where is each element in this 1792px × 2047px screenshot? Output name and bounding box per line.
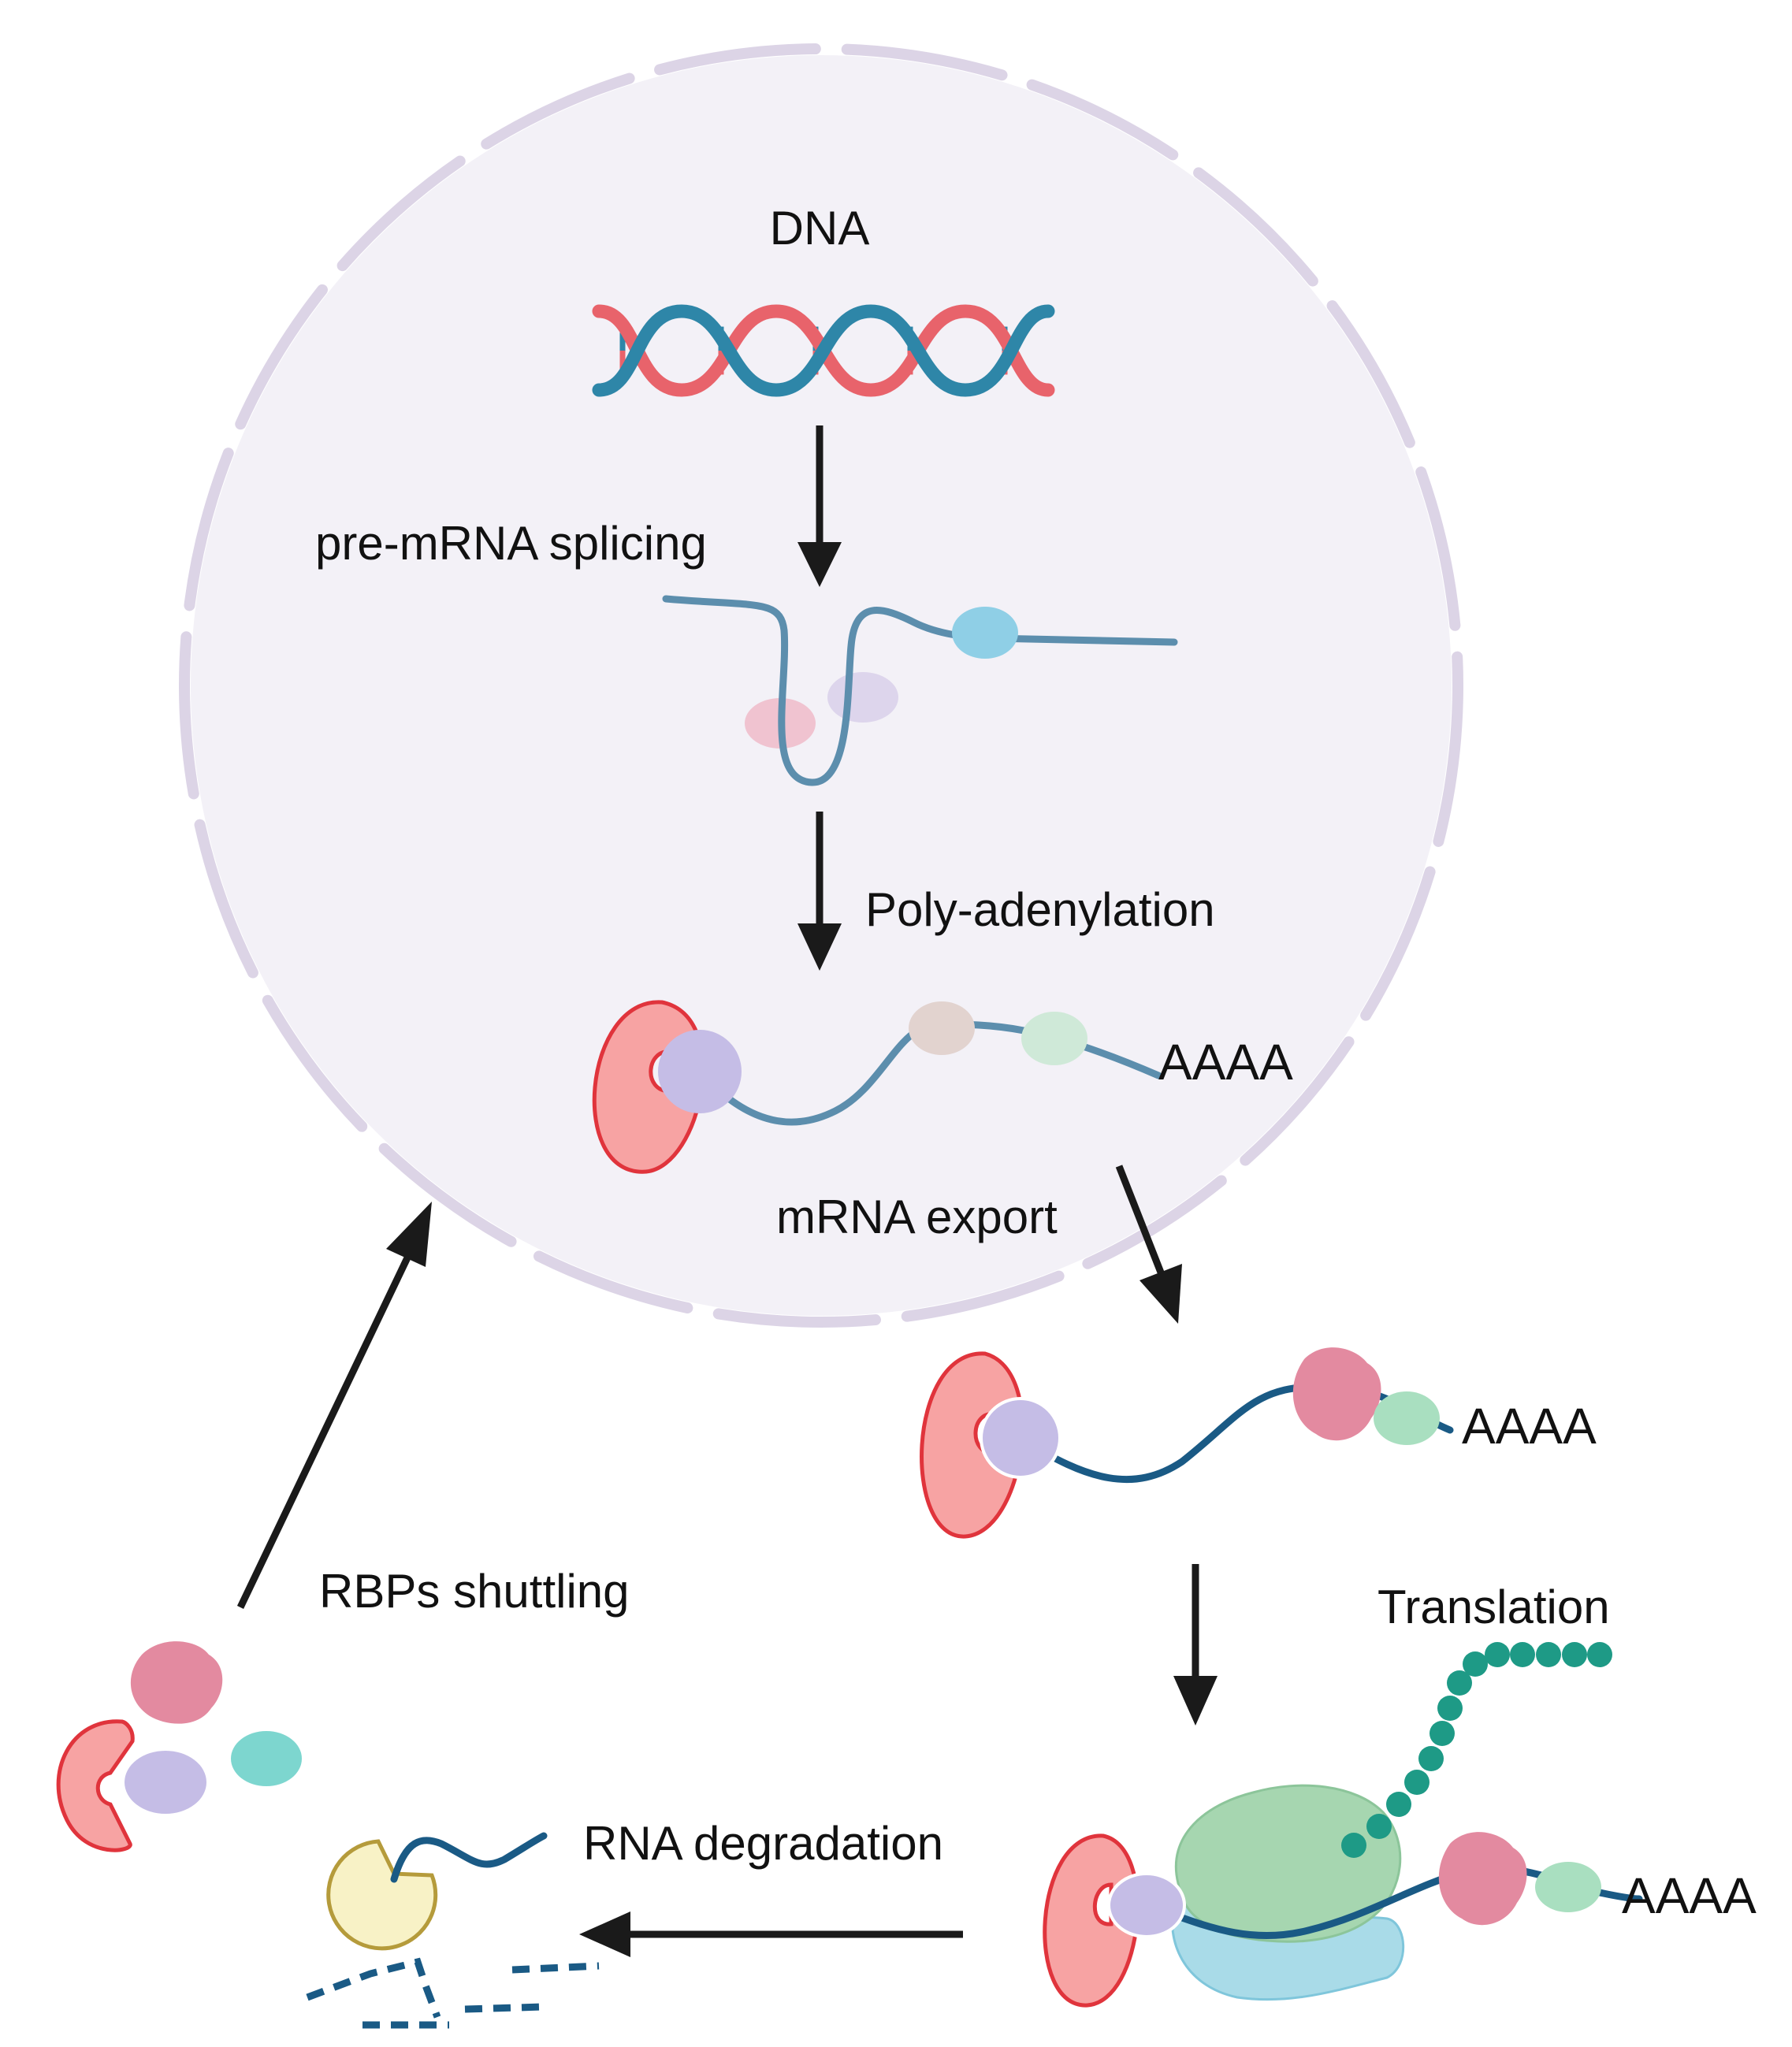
rbps-shuttling-label: RBPs shuttling [319,1565,630,1618]
polyadenylation-label: Poly-adenylation [865,883,1215,936]
rbp-cyan [231,1731,302,1786]
nucleus [179,43,1463,1328]
cap-binding-protein [125,1751,206,1814]
cap-binding-protein [980,1397,1061,1479]
amino-acid-bead [1510,1642,1535,1667]
rbp-pink [1292,1347,1381,1441]
amino-acid-bead [1386,1792,1411,1817]
polya-tail-nucleus: AAAA [1158,1034,1293,1090]
pre-mrna [662,595,1178,786]
amino-acid-bead [1430,1721,1455,1746]
amino-acid-bead [1463,1651,1488,1677]
rna-fragments [306,1957,600,2029]
dna-strand-blue [592,304,1055,397]
rbp-mint [1374,1391,1440,1445]
nascent-peptide [1341,1642,1612,1858]
exonuclease [326,1839,438,1951]
rbp-pink [1438,1832,1527,1926]
arrow-splicing-to-polya [797,812,842,971]
splicing-factor-cyan [952,607,1018,659]
rbp-mint [1535,1862,1601,1912]
amino-acid-bead [1536,1642,1561,1667]
polya-tail-cytoplasm: AAAA [1462,1398,1597,1454]
rna-degradation [306,1832,600,2029]
cap-binding-complex [56,1719,135,1852]
nuclear-mrnp: AAAA [592,1000,1293,1174]
arrow-dna-to-splicing [797,425,842,587]
amino-acid-bead [1418,1746,1444,1771]
cap-binding-protein [658,1030,742,1113]
amino-acid-bead [1587,1642,1612,1667]
splicing-factor-lavender [827,672,898,723]
dna-label: DNA [770,202,870,254]
translation-complex: AAAA [1043,1642,1757,2008]
decaying-mrna-strand [390,1832,548,1883]
polya-tail-translation: AAAA [1622,1867,1757,1924]
nucleus-body [191,55,1452,1316]
free-rbps [56,1641,302,1852]
rbp-pink [130,1641,223,1724]
nuclear-envelope [179,43,1463,1328]
amino-acid-bead [1485,1642,1510,1667]
amino-acid-bead [1366,1814,1392,1839]
amino-acid-bead [1404,1770,1430,1795]
amino-acid-bead [1562,1642,1587,1667]
cytoplasmic-mrnp: AAAA [920,1347,1597,1539]
amino-acid-bead [1437,1696,1463,1721]
translation-label: Translation [1377,1581,1610,1633]
pre-mrna-strand [662,595,1178,786]
dna-helix [592,304,1055,397]
cap-binding-protein [1107,1872,1186,1938]
arrow-export [1115,1165,1182,1324]
rbp-mint [1021,1012,1087,1065]
amino-acid-bead [1447,1670,1472,1696]
degradation-label: RNA degradation [583,1817,943,1870]
splicing-label: pre-mRNA splicing [315,517,707,570]
export-label: mRNA export [776,1191,1058,1243]
amino-acid-bead [1341,1833,1366,1858]
ribosome-large-subunit [1174,1784,1402,1943]
arrow-to-degradation [579,1911,963,1957]
arrow-translation [1173,1564,1218,1726]
arrow-rbps-shuttling [236,1202,432,1609]
rbp-beige [909,1001,975,1055]
